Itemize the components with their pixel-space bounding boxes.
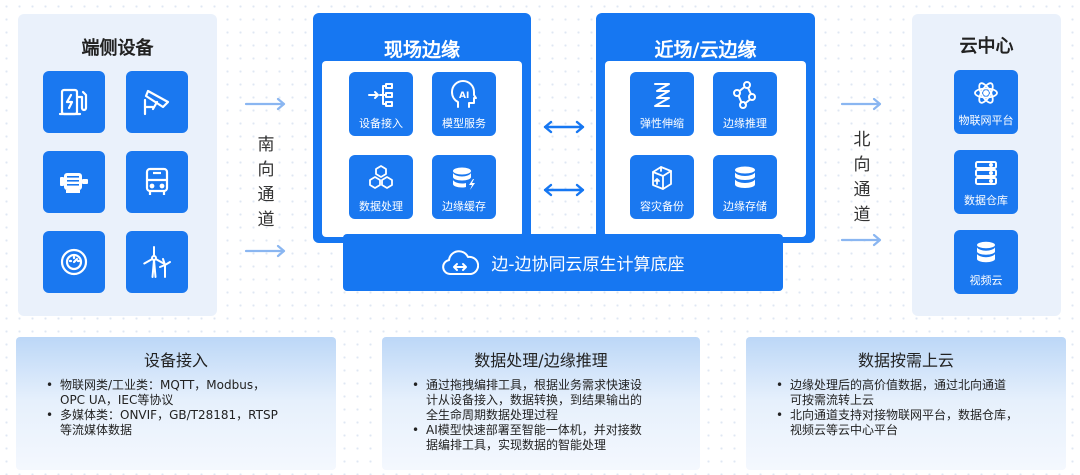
base-label: 边-边协同云原生计算底座 — [491, 255, 685, 275]
card-data-processing: 数据处理/边缘推理 通过拖拽编排工具，根据业务需求快速设计从设备接入，数据转换，… — [382, 337, 700, 470]
card-bullet: 北向通道支持对接物联网平台，数据仓库，视频云等云中心平台 — [774, 408, 1018, 438]
north-arrow-top — [840, 97, 882, 111]
service-label: 边缘缓存 — [442, 200, 486, 213]
site-edge-title: 现场边缘 — [383, 39, 460, 61]
server-icon — [975, 161, 997, 185]
card-title: 数据按需上云 — [857, 351, 954, 370]
svg-text:AI: AI — [459, 91, 469, 101]
charging-pile-icon — [43, 71, 105, 133]
site-edge-panel: 现场边缘 设备接入 AI 模型服务 数据处理 边缘缓存 — [313, 13, 531, 243]
ai-model-icon: AI — [451, 80, 477, 108]
service-model: AI 模型服务 — [432, 72, 496, 136]
service-label: 数据处理 — [359, 200, 403, 213]
site-edge-services: 设备接入 AI 模型服务 数据处理 边缘缓存 — [322, 61, 522, 237]
endpoint-devices-title: 端侧设备 — [81, 38, 154, 59]
card-title: 设备接入 — [143, 351, 208, 370]
backup-icon — [652, 166, 672, 190]
elastic-icon — [654, 83, 670, 107]
edge-sync-arrow-top — [543, 120, 585, 134]
card-bullets: 通过拖拽编排工具，根据业务需求快速设计从设备接入，数据转换，到结果输出的全生命周… — [410, 378, 642, 453]
near-edge-panel: 近场/云边缘 弹性伸缩 边缘推理 容灾备份 边缘存储 — [596, 13, 815, 243]
cloud-item-label: 视频云 — [969, 274, 1003, 287]
near-edge-services: 弹性伸缩 边缘推理 容灾备份 边缘存储 — [605, 61, 806, 237]
cloud-item-data-warehouse: 数据仓库 — [954, 150, 1018, 214]
motor-icon — [43, 151, 105, 213]
wind-turbine-icon — [126, 231, 188, 293]
atom-icon — [974, 82, 998, 104]
near-edge-title: 近场/云边缘 — [654, 39, 757, 61]
south-channel-label: 南向通道 — [257, 135, 275, 230]
edge-sync-arrow-bottom — [543, 183, 585, 197]
north-arrow-bottom — [840, 233, 882, 247]
service-edge-storage: 边缘存储 — [713, 155, 777, 219]
service-label: 模型服务 — [442, 117, 486, 130]
service-edge-cache: 边缘缓存 — [432, 155, 496, 219]
storage-icon — [735, 166, 755, 188]
card-bullet: 通过拖拽编排工具，根据业务需求快速设计从设备接入，数据转换，到结果输出的全生命周… — [410, 378, 642, 423]
bus-icon — [126, 151, 188, 213]
service-label: 容灾备份 — [640, 200, 684, 213]
camera-icon — [126, 71, 188, 133]
cloud-item-iot-platform: 物联网平台 — [954, 70, 1018, 134]
service-label: 设备接入 — [359, 117, 403, 130]
endpoint-devices-panel: 端侧设备 — [18, 14, 217, 316]
inference-icon — [733, 81, 756, 109]
service-label: 边缘推理 — [723, 117, 767, 130]
cache-icon — [453, 167, 475, 190]
cloud-center-title: 云中心 — [959, 36, 1014, 57]
service-data-processing: 数据处理 — [349, 155, 413, 219]
cloud-item-video-cloud: 视频云 — [954, 230, 1018, 294]
service-elastic-scaling: 弹性伸缩 — [630, 72, 694, 136]
service-disaster-backup: 容灾备份 — [630, 155, 694, 219]
card-title: 数据处理/边缘推理 — [474, 351, 608, 370]
cloud-sync-icon — [442, 249, 480, 275]
meter-icon — [43, 231, 105, 293]
south-arrow-bottom — [244, 244, 286, 258]
cloud-item-label: 数据仓库 — [964, 194, 1008, 207]
cloud-native-base-bar: 边-边协同云原生计算底座 — [343, 234, 783, 291]
service-label: 弹性伸缩 — [640, 117, 684, 130]
north-channel-label: 北向通道 — [853, 130, 871, 225]
card-device-access: 设备接入 物联网类/工业类：MQTT，Modbus，OPC UA，IEC等协议 … — [16, 337, 336, 470]
south-arrow-top — [244, 97, 286, 111]
cloud-item-label: 物联网平台 — [958, 114, 1014, 127]
service-device-access: 设备接入 — [349, 72, 413, 136]
card-bullets: 物联网类/工业类：MQTT，Modbus，OPC UA，IEC等协议 多媒体类：… — [44, 378, 278, 438]
device-access-icon — [368, 83, 393, 107]
cubes-icon — [369, 165, 393, 189]
database-icon — [977, 241, 995, 263]
cloud-center-panel: 云中心 物联网平台 数据仓库 视频云 — [912, 14, 1061, 316]
card-bullet: 物联网类/工业类：MQTT，Modbus，OPC UA，IEC等协议 — [44, 378, 278, 408]
service-edge-inference: 边缘推理 — [713, 72, 777, 136]
service-label: 边缘存储 — [723, 200, 767, 213]
